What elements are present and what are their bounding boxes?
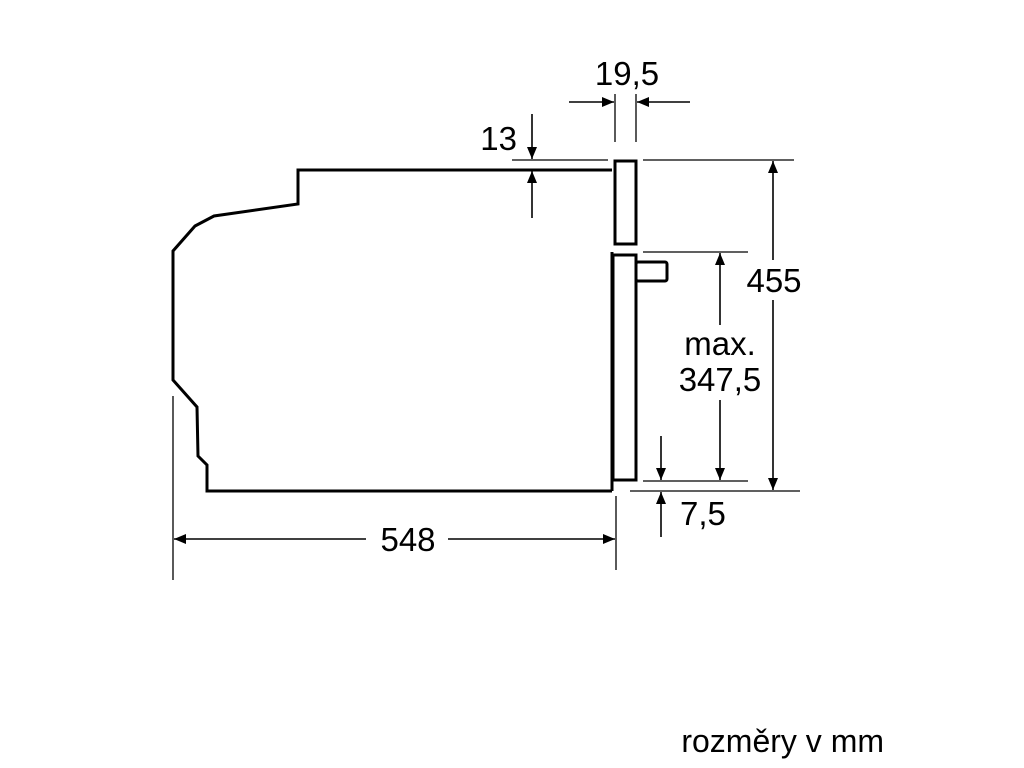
front-panel-upper (613, 159, 638, 246)
front-panel-door (611, 253, 638, 482)
total-height-label: 455 (746, 262, 801, 299)
door-handle (634, 260, 669, 283)
bottom-gap-label: 7,5 (680, 495, 726, 532)
door-height-label-max: max. (684, 325, 756, 362)
front-thickness-label: 19,5 (595, 55, 659, 92)
appliance-body-outline (171, 168, 612, 493)
depth-label: 548 (380, 521, 435, 558)
door-height-label-value: 347,5 (679, 361, 762, 398)
units-caption: rozměry v mm (681, 723, 884, 759)
top-gap-label: 13 (480, 120, 517, 157)
